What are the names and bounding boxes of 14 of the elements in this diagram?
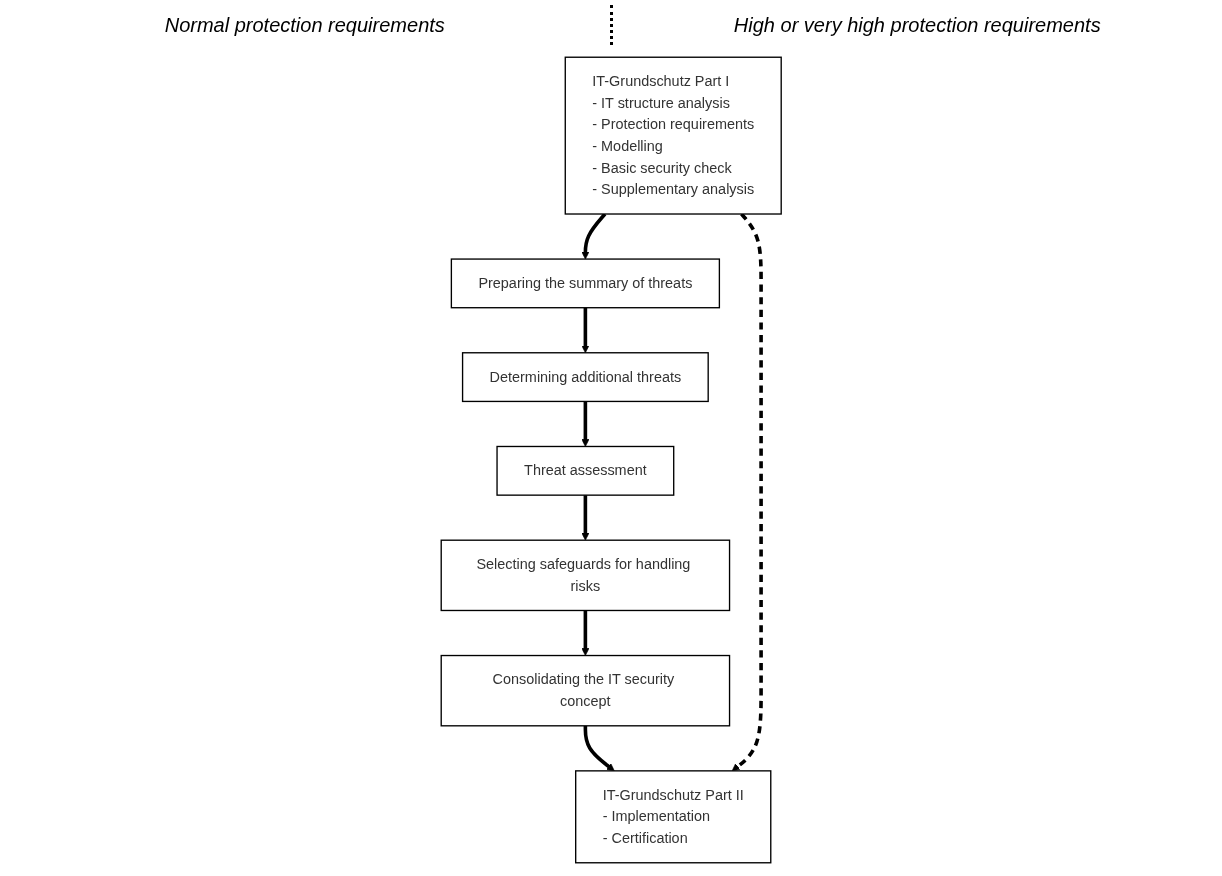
arrow — [581, 495, 590, 541]
arrow — [583, 725, 615, 772]
section-heading: Normal protection requirements — [163, 13, 446, 37]
node-box: Threat assessment — [496, 445, 675, 496]
node-box: IT-Grundschutz Part I - IT structure analysis - Protection requirements - Modelling - Basic security check - Supplementary analysis — [564, 56, 782, 215]
node-box: IT-Grundschutz Part II - Implementation - Certification — [574, 770, 772, 864]
node-box: Selecting safeguards for handling risks — [440, 539, 731, 612]
node-box: Consolidating the IT security concept — [440, 654, 731, 727]
node-box: Determining additional threats — [461, 352, 709, 403]
section-heading: High or very high protection requirements — [732, 13, 1102, 37]
arrow — [581, 610, 590, 656]
arrow — [581, 307, 590, 354]
node-box: Preparing the summary of threats — [450, 258, 720, 309]
arrow — [581, 401, 590, 447]
